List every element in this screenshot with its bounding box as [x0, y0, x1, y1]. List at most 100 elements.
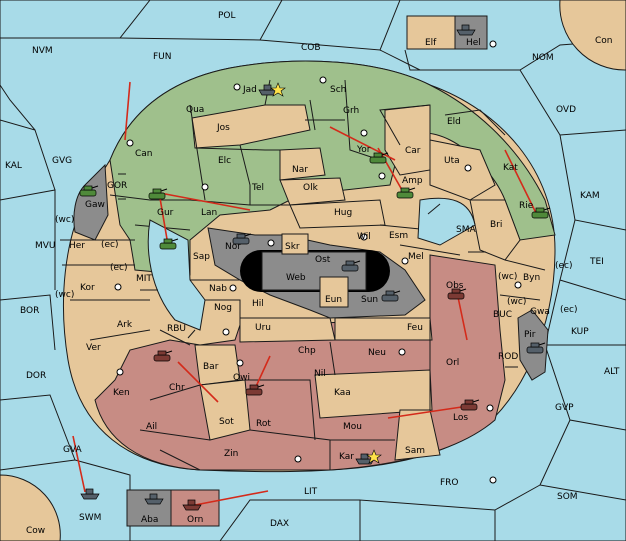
label-pir: Pir	[524, 330, 536, 340]
label-nil: Nil	[314, 369, 326, 379]
order-arrows	[72, 81, 538, 506]
label-elf: Elf	[425, 38, 437, 48]
label-sun: Sun	[361, 295, 378, 305]
army-icon[interactable]	[148, 188, 168, 200]
army-icon[interactable]	[460, 399, 480, 411]
label-gvp: GVP	[555, 403, 574, 413]
label-amp: Amp	[402, 176, 423, 186]
army-icon[interactable]	[369, 152, 389, 164]
label-orn: Orn	[187, 515, 203, 525]
label-lan: Lan	[201, 208, 217, 218]
supply-centers	[114, 40, 522, 484]
label-rod: ROD	[498, 352, 518, 362]
label-qwi: Qwi	[233, 373, 250, 383]
label-alt: ALT	[604, 367, 620, 377]
army-icon[interactable]	[341, 260, 361, 272]
label-gwa: Gwa	[530, 307, 550, 317]
label-nar: Nar	[292, 165, 308, 175]
fleet-icon[interactable]	[182, 499, 202, 511]
double-arrow-icon	[118, 173, 518, 368]
star-icon	[270, 82, 382, 464]
label-byn: Byn	[523, 273, 540, 283]
fleet-icon[interactable]	[144, 493, 164, 505]
label-web: Web	[286, 273, 306, 283]
label-her: Her	[69, 241, 85, 251]
region-cow	[0, 474, 61, 541]
fleet-icon[interactable]	[80, 488, 100, 500]
label-grh: Grh	[343, 106, 359, 116]
army-icon[interactable]	[531, 207, 551, 219]
label-sam: Sam	[405, 446, 425, 456]
label-ost: Ost	[315, 255, 331, 265]
label-ovd: OVD	[556, 105, 576, 115]
army-icon[interactable]	[159, 238, 179, 250]
label-tei: TEI	[589, 257, 604, 267]
units-layer	[79, 24, 551, 511]
label-kam: KAM	[580, 191, 600, 201]
region-olk	[279, 177, 346, 206]
fleet-icon[interactable]	[456, 24, 476, 36]
label-can: Can	[135, 149, 153, 159]
label-fun: FUN	[153, 52, 172, 62]
label-feu: Feu	[407, 323, 423, 333]
label-dor: DOR	[26, 371, 46, 381]
region-sam	[394, 409, 441, 461]
label-mit: MIT	[136, 274, 152, 284]
label-rot: Rot	[256, 419, 271, 429]
label-hel: Hel	[466, 38, 481, 48]
label-uru: Uru	[255, 323, 271, 333]
label-kaa: Kaa	[334, 388, 351, 398]
label-ark: Ark	[117, 320, 133, 330]
label-bar: Bar	[203, 362, 219, 372]
label-elc: Elc	[218, 156, 231, 166]
army-icon[interactable]	[526, 342, 546, 354]
label-kor: Kor	[80, 283, 95, 293]
region-kaa	[314, 369, 433, 419]
label-sap: Sap	[193, 252, 210, 262]
label-bri: Bri	[490, 220, 502, 230]
label-kat: Kat	[503, 163, 518, 173]
label-gaw: Gaw	[85, 200, 105, 210]
label-rbu: RBU	[167, 324, 186, 334]
label-wc3: (wc)	[55, 290, 74, 300]
label-nor: Nor	[225, 242, 241, 252]
label-hug: Hug	[334, 208, 352, 218]
label-kup: KUP	[571, 327, 589, 337]
label-wil: Wil	[357, 232, 371, 242]
label-nab: Nab	[209, 284, 227, 294]
label-sot: Sot	[219, 417, 234, 427]
label-dax: DAX	[270, 519, 289, 529]
label-wc1: (wc)	[55, 215, 74, 225]
army-icon[interactable]	[79, 185, 99, 197]
label-kal: KAL	[5, 161, 22, 171]
label-buc: BUC	[493, 310, 512, 320]
label-yor: Yor	[356, 145, 371, 155]
label-som: SOM	[557, 492, 578, 502]
army-icon[interactable]	[447, 288, 467, 300]
label-orl: Orl	[446, 358, 459, 368]
army-icon[interactable]	[396, 187, 416, 199]
label-gur: Gur	[157, 208, 174, 218]
army-icon[interactable]	[381, 290, 401, 302]
army-icon[interactable]	[153, 350, 173, 362]
army-icon[interactable]	[232, 233, 252, 245]
label-swm: SWM	[79, 513, 101, 523]
label-gva: GVA	[63, 445, 83, 455]
army-icon[interactable]	[245, 384, 265, 396]
label-obs: Obs	[446, 281, 464, 291]
label-gor: GOR	[107, 181, 127, 191]
label-bor: BOR	[20, 306, 39, 316]
region-con	[559, 0, 626, 71]
region-bri	[469, 199, 521, 261]
label-cow: Cow	[26, 526, 45, 536]
label-ver: Ver	[86, 343, 101, 353]
region-skr	[281, 233, 309, 255]
label-eun: Eun	[325, 295, 342, 305]
label-uta: Uta	[444, 156, 460, 166]
label-nom: NOM	[532, 53, 554, 63]
region-feu	[334, 317, 433, 341]
label-mou: Mou	[343, 422, 362, 432]
label-tel: Tel	[251, 183, 264, 193]
label-qua: Qua	[186, 105, 204, 115]
